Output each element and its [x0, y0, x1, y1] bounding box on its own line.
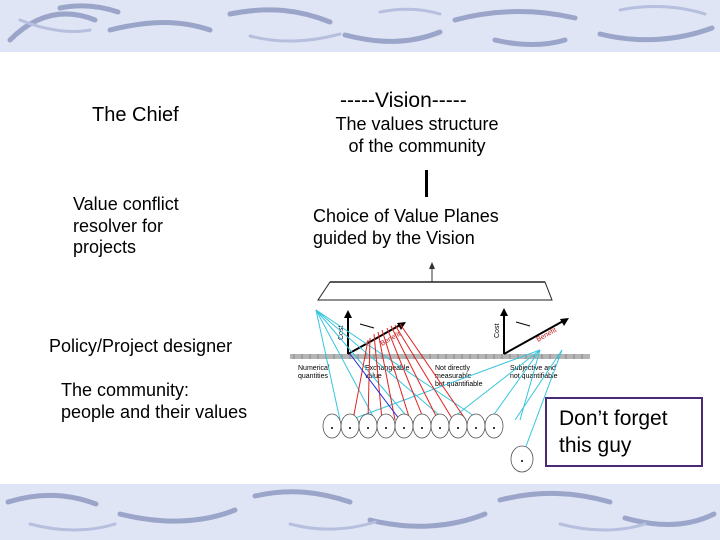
policy-designer-label: Policy/Project designer: [49, 336, 232, 358]
value-planes-text: Choice of Value Planes guided by the Vis…: [313, 206, 499, 249]
chief-title: The Chief: [92, 103, 179, 127]
ground-line: [290, 354, 590, 359]
connector-bar: [425, 170, 428, 197]
vision-subtitle: The values structure of the community: [314, 114, 520, 157]
left-axis-cost-label: Cost: [338, 326, 345, 340]
person-6: [413, 414, 431, 438]
person-8: [449, 414, 467, 438]
person-9: [467, 414, 485, 438]
person-10: [485, 414, 503, 438]
right-axis-cost-label: Cost: [494, 324, 501, 338]
dont-forget-callout: Don’t forget this guy: [545, 397, 703, 467]
decorative-footer-band: [0, 484, 720, 540]
person-3: [359, 414, 377, 438]
decorative-header-band: [0, 0, 720, 52]
person-1: [323, 414, 341, 438]
person-2: [341, 414, 359, 438]
callout-text: Don’t forget this guy: [559, 405, 668, 460]
brush-stroke-pattern-top: [0, 0, 720, 52]
isolated-person: [511, 446, 533, 472]
policy-plane: [318, 282, 552, 300]
person-5: [395, 414, 413, 438]
vision-title: -----Vision-----: [340, 88, 467, 113]
community-label: The community: people and their values: [61, 380, 247, 423]
brush-stroke-pattern-bottom: [0, 484, 720, 540]
vision-arrow: [429, 262, 435, 282]
person-4: [377, 414, 395, 438]
people-circles: [323, 414, 533, 472]
right-value-plane: Cost Benefit: [494, 308, 569, 354]
chief-role-text: Value conflict resolver for projects: [73, 194, 179, 259]
red-value-lines: [353, 324, 466, 420]
person-7: [431, 414, 449, 438]
